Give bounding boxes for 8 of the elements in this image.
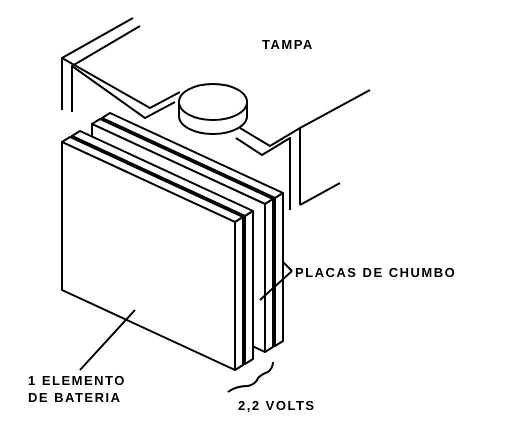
part-label: 2,2 VOLTS (238, 397, 316, 414)
lead-plate (61, 136, 244, 371)
part-label: TAMPA (262, 36, 314, 53)
part-label: PLACAS DE CHUMBO (295, 264, 515, 281)
part-label: 1 ELEMENTO DE BATERIA (28, 372, 148, 406)
leader-line (259, 270, 293, 301)
leader-line (282, 261, 293, 272)
leader-line (79, 309, 136, 371)
